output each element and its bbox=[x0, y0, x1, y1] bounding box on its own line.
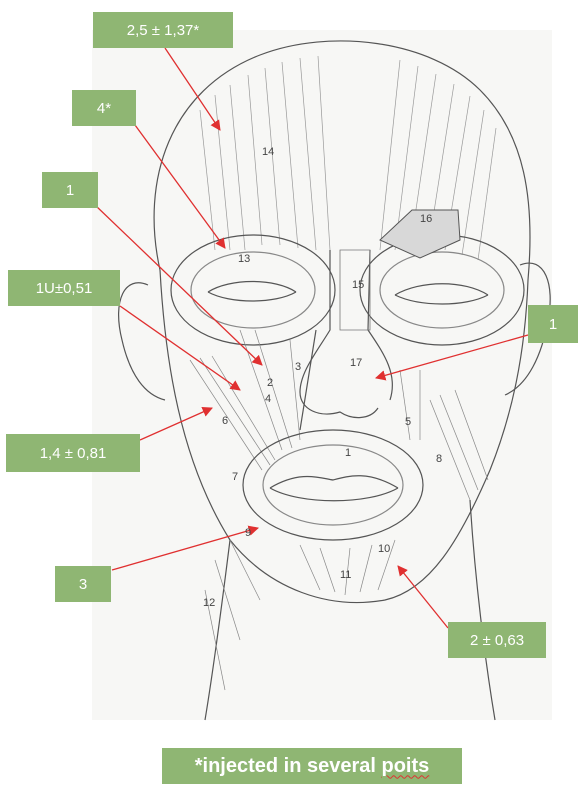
muscle-number-3: 3 bbox=[295, 361, 301, 373]
callout-levator-mid: 1U±0,51 bbox=[8, 270, 120, 306]
muscle-number-10: 10 bbox=[378, 543, 390, 555]
muscle-number-6: 6 bbox=[222, 415, 228, 427]
callout-nasalis: 1 bbox=[528, 305, 578, 343]
muscle-number-4: 4 bbox=[265, 393, 271, 405]
muscle-number-13: 13 bbox=[238, 253, 250, 265]
muscle-number-12: 12 bbox=[203, 597, 215, 609]
muscle-number-5: 5 bbox=[405, 416, 411, 428]
illustration-background bbox=[92, 30, 552, 720]
footnote-banner: *injected in several poits bbox=[162, 748, 462, 784]
muscle-number-14: 14 bbox=[262, 146, 274, 158]
muscle-number-9: 9 bbox=[245, 527, 251, 539]
callout-forehead: 2,5 ± 1,37* bbox=[93, 12, 233, 48]
footnote-asterisk: * bbox=[195, 755, 203, 778]
muscle-number-16: 16 bbox=[420, 213, 432, 225]
muscle-number-11: 11 bbox=[340, 569, 351, 581]
callout-mentalis: 2 ± 0,63 bbox=[448, 622, 546, 658]
callout-orbicularis-oculi: 4* bbox=[72, 90, 136, 126]
muscle-number-15: 15 bbox=[352, 279, 364, 291]
muscle-number-7: 7 bbox=[232, 471, 238, 483]
callout-levator-upper: 1 bbox=[42, 172, 98, 208]
footnote-text: injected in several bbox=[203, 755, 382, 778]
muscle-number-2: 2 bbox=[267, 377, 273, 389]
muscle-number-17: 17 bbox=[350, 357, 362, 369]
callout-zygomaticus: 1,4 ± 0,81 bbox=[6, 434, 140, 472]
muscle-number-1: 1 bbox=[345, 447, 351, 459]
callout-depressor: 3 bbox=[55, 566, 111, 602]
muscle-number-8: 8 bbox=[436, 453, 442, 465]
footnote-misspelled-word: poits bbox=[382, 755, 430, 778]
